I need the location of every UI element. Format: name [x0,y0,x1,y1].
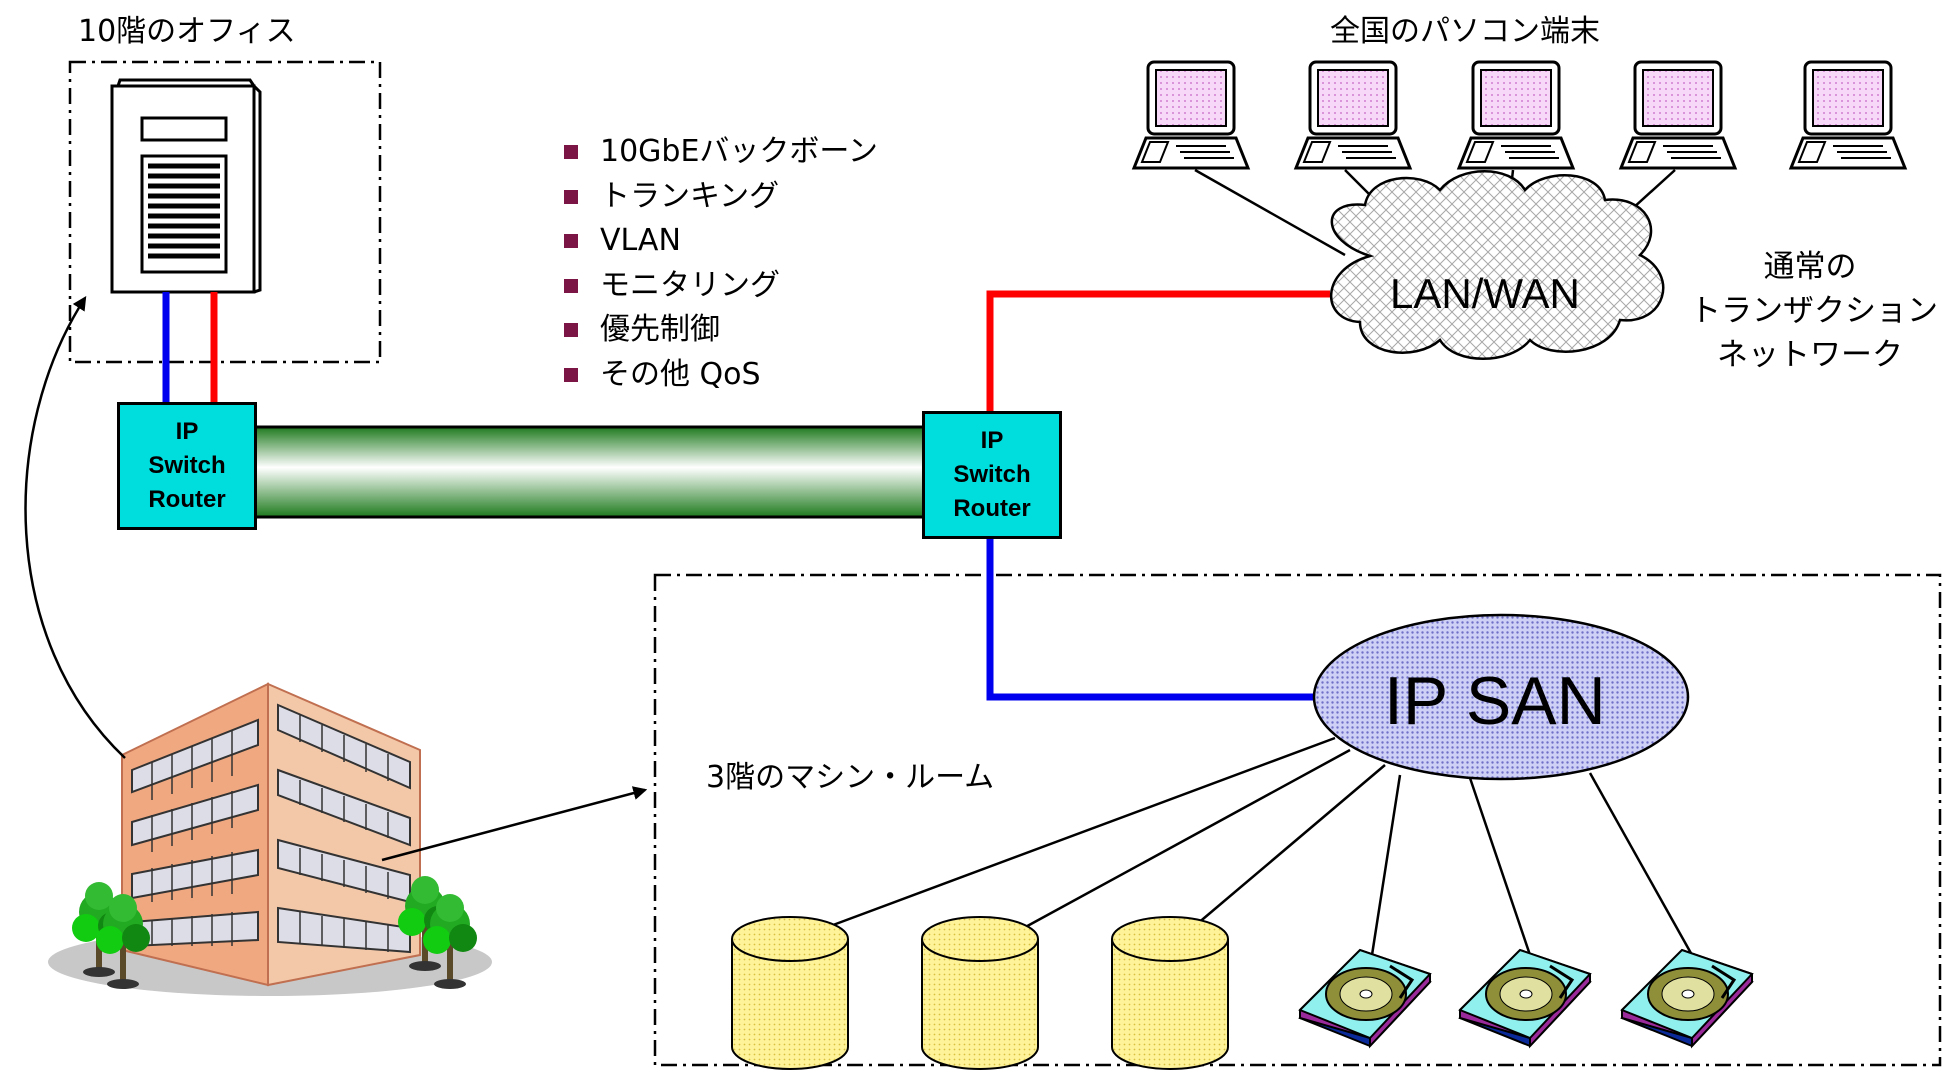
lan-wan-label: LAN/WAN [1390,270,1580,317]
arrow-to-machine-room [381,786,648,862]
router-label-line: Switch [953,461,1031,488]
bullet-icon [564,145,578,160]
bullet-icon [564,234,578,249]
normal-network-line: 通常の [1763,249,1857,285]
normal-network-line: トランザクション [1690,293,1938,329]
ip-switch-router-right: IP Switch Router [922,411,1062,539]
feature-item: モニタリング [560,264,878,309]
normal-network-label: 通常の トランザクション ネットワーク [1690,245,1938,377]
database-cylinder-icon [921,916,1039,1070]
ip-san-ellipse [1312,613,1690,781]
feature-label: モニタリング [600,267,780,303]
ip-san-label: IP SAN [1384,663,1606,739]
feature-label: その他 QoS [600,356,761,392]
hard-drive-icon [1620,948,1754,1048]
database-cylinder-icon [731,916,849,1070]
pc-terminals-title: 全国のパソコン端末 [1330,14,1600,49]
feature-item: VLAN [560,219,878,264]
feature-item: その他 QoS [560,353,878,398]
cloud-icon [1330,170,1665,360]
router-label-line: IP [980,427,1004,454]
bullet-icon [564,189,578,204]
normal-network-line: ネットワーク [1717,337,1903,373]
router-label-line: Switch [148,452,226,479]
wan-link-red [986,290,1330,411]
laptop-terminal-icon [1132,60,1250,170]
office-title: 10階のオフィス [78,14,296,49]
laptop-terminal-icon [1619,60,1737,170]
feature-label: 優先制御 [600,312,720,347]
laptop-terminal-icon [1789,60,1907,170]
feature-label: トランキング [600,178,780,214]
machine-room-region [653,573,1942,1067]
hard-drive-icon [1298,948,1432,1048]
storage-links [824,736,1694,956]
feature-label: VLAN [600,223,681,258]
bullet-icon [564,367,578,382]
office-building-icon [48,682,492,996]
server-rack-icon [110,78,262,294]
office-region [68,60,382,364]
feature-label: 10GbEバックボーン [600,134,878,169]
arrow-to-office [24,296,126,759]
bullet-icon [564,278,578,293]
feature-item: 優先制御 [560,308,878,353]
ip-switch-router-left: IP Switch Router [117,402,257,530]
router-label-line: IP [175,418,199,445]
feature-list: 10GbEバックボーン トランキング VLAN モニタリング 優先制御 その他 … [560,130,878,397]
laptop-terminal-icon [1294,60,1412,170]
laptop-terminal-icon [1457,60,1575,170]
hard-drive-icon [1458,948,1592,1048]
database-cylinder-icon [1111,916,1229,1070]
san-link-blue [986,539,1320,701]
router-label-line: Router [953,495,1031,522]
feature-item: 10GbEバックボーン [560,130,878,175]
router-label-line: Router [148,486,226,513]
feature-item: トランキング [560,175,878,220]
backbone-pipe [253,425,927,519]
machine-room-title: 3階のマシン・ルーム [706,760,995,795]
bullet-icon [564,323,578,338]
